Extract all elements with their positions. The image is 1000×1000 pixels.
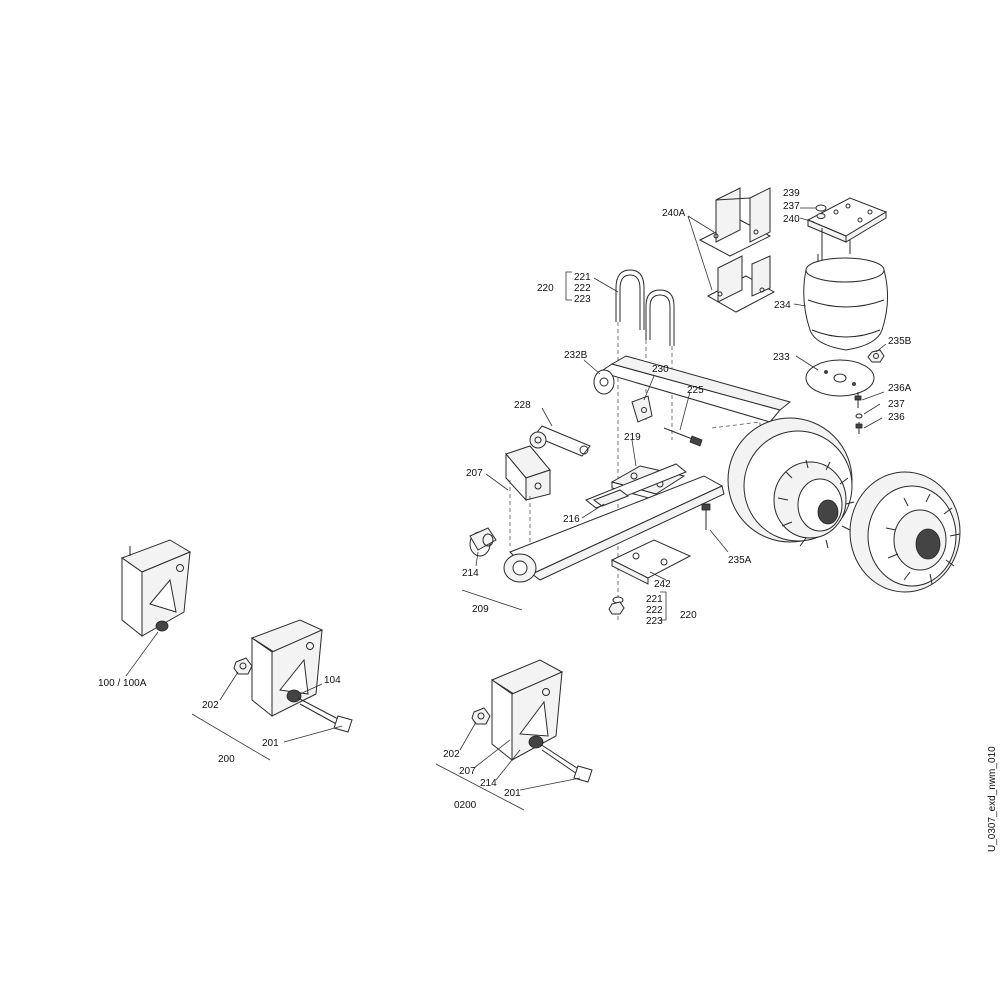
label-201: 201 bbox=[262, 738, 279, 749]
piston-plate-233 bbox=[805, 359, 875, 397]
hanger-200 bbox=[250, 619, 324, 718]
label-207-b: 207 bbox=[459, 766, 476, 777]
label-209: 209 bbox=[472, 604, 489, 615]
callout-labels: 239 237 240 240A 221 222 223 220 234 235… bbox=[98, 188, 912, 811]
label-230: 230 bbox=[652, 364, 669, 375]
label-219: 219 bbox=[624, 432, 641, 443]
label-0200: 0200 bbox=[454, 800, 477, 811]
brake-disc-hub bbox=[849, 471, 961, 593]
label-100-100A: 100 / 100A bbox=[98, 678, 147, 689]
label-202-b: 202 bbox=[443, 749, 460, 760]
hanger-0200 bbox=[490, 659, 564, 762]
label-221-b: 221 bbox=[646, 594, 663, 605]
drawing-id: U_0307_exd_nwm_010 bbox=[987, 746, 998, 852]
label-242: 242 bbox=[654, 579, 671, 590]
bracket-240A-lower bbox=[706, 255, 776, 313]
label-228: 228 bbox=[514, 400, 531, 411]
nut-235B bbox=[867, 349, 885, 363]
label-237: 237 bbox=[783, 201, 800, 212]
label-207: 207 bbox=[466, 468, 483, 479]
bolt-201-b bbox=[539, 743, 593, 783]
label-214: 214 bbox=[462, 568, 479, 579]
label-214-b: 214 bbox=[480, 778, 497, 789]
label-222-b: 222 bbox=[646, 605, 663, 616]
label-221: 221 bbox=[574, 272, 591, 283]
label-104: 104 bbox=[324, 675, 341, 686]
nut-washer-221-222 bbox=[608, 596, 625, 615]
top-plate-240 bbox=[806, 197, 888, 264]
label-235A: 235A bbox=[728, 555, 752, 566]
u-bolt-221-a bbox=[615, 269, 645, 330]
hanger-100 bbox=[120, 539, 192, 638]
label-225: 225 bbox=[687, 385, 704, 396]
label-240A: 240A bbox=[662, 208, 686, 219]
nut-202-a bbox=[233, 657, 253, 675]
label-232B: 232B bbox=[564, 350, 588, 361]
label-233: 233 bbox=[773, 352, 790, 363]
label-234: 234 bbox=[774, 300, 791, 311]
label-240: 240 bbox=[783, 214, 800, 225]
bolt-225 bbox=[663, 427, 703, 447]
bolts-236 bbox=[854, 392, 863, 434]
bracket-230 bbox=[631, 395, 653, 423]
brake-drum-hub bbox=[727, 417, 855, 549]
label-223: 223 bbox=[574, 294, 591, 305]
label-222: 222 bbox=[574, 283, 591, 294]
bracket-207-top bbox=[505, 445, 551, 502]
label-216: 216 bbox=[563, 514, 580, 525]
label-235B: 235B bbox=[888, 336, 912, 347]
nut-202-b bbox=[471, 707, 491, 725]
clamp-plate-242 bbox=[610, 539, 692, 585]
label-220-b: 220 bbox=[680, 610, 697, 621]
label-223-b: 223 bbox=[646, 616, 663, 627]
nut-washer-237-239 bbox=[815, 204, 827, 219]
label-200: 200 bbox=[218, 754, 235, 765]
label-202: 202 bbox=[202, 700, 219, 711]
label-236A: 236A bbox=[888, 383, 912, 394]
label-236: 236 bbox=[888, 412, 905, 423]
u-bolt-221-b bbox=[645, 289, 675, 346]
bolt-201-a bbox=[297, 697, 353, 733]
bushing-214 bbox=[469, 527, 497, 557]
leader-lines bbox=[125, 207, 887, 811]
bracket-240A-upper bbox=[698, 187, 772, 257]
pad-216 bbox=[592, 489, 630, 507]
label-201-b: 201 bbox=[504, 788, 521, 799]
bolt-235A bbox=[701, 503, 711, 530]
label-237-b: 237 bbox=[888, 399, 905, 410]
label-239: 239 bbox=[783, 188, 800, 199]
air-spring-bellows-234 bbox=[803, 254, 888, 351]
shock-absorber-228 bbox=[529, 425, 591, 457]
label-220: 220 bbox=[537, 283, 554, 294]
